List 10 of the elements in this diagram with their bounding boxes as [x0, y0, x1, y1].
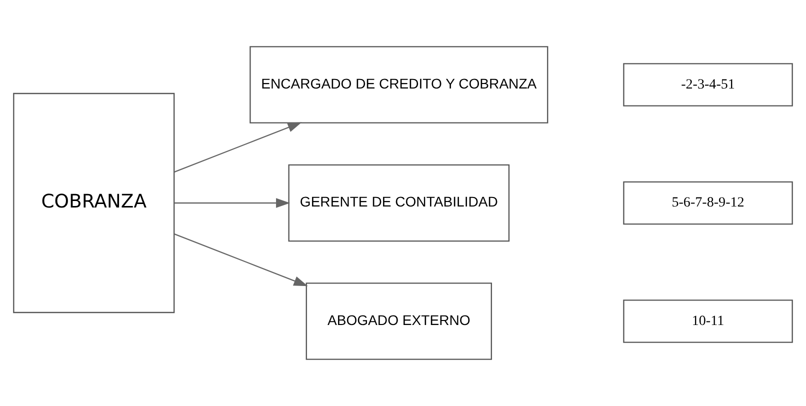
- node-box: ABOGADO EXTERNO: [306, 282, 492, 360]
- arrow: [174, 122, 302, 173]
- node-box: -2-3-4-51: [623, 63, 793, 106]
- arrow: [174, 233, 308, 286]
- node-box: COBRANZA: [13, 92, 175, 314]
- node-box: ENCARGADO DE CREDITO Y COBRANZA: [250, 46, 548, 124]
- arrow: [174, 198, 290, 208]
- node-box: 10-11: [623, 300, 793, 343]
- node-box: GERENTE DE CONTABILIDAD: [288, 164, 510, 242]
- node-box: 5-6-7-8-9-12: [623, 181, 793, 225]
